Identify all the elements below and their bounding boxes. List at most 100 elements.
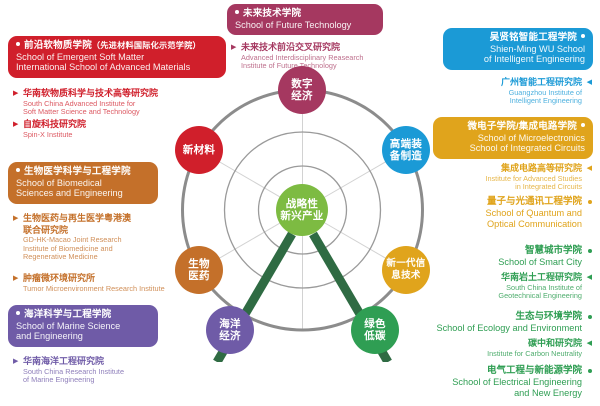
sub-guangzhou-institute-intelligent-engineering[interactable]: ◀ 广州智能工程研究院 Guangzhou Institute of Intel…	[393, 77, 593, 106]
pill-cn-text: 微电子学院/集成电路学院	[467, 121, 577, 132]
node-digital-economy-line2: 经济	[291, 90, 313, 102]
sub-south-china-research-institute-marine-engineering[interactable]: ▶ 华南海洋工程研究院 South China Research Institu…	[11, 356, 201, 385]
wheel-ring-middle	[223, 131, 382, 289]
bullet-icon	[588, 200, 592, 204]
sub-en-3: Regenerative Medicine	[23, 252, 98, 262]
node-green-low-carbon-line2: 低碳	[364, 330, 386, 342]
sub-en-2: Intelligent Engineering	[509, 96, 582, 106]
entry-school-electrical-engineering-new-energy[interactable]: 电气工程与新能源学院 School of Electrical Engineer…	[403, 365, 593, 399]
pill-cn-text: 海洋科学与工程学院	[24, 309, 112, 320]
pill-en-1: School of Microelectronics	[477, 132, 585, 143]
sub-gd-hk-macao-joint-research-institute[interactable]: ▶ 生物医药与再生医学粤港澳 联合研究院 GD-HK-Macao Joint R…	[11, 213, 201, 262]
bullet-icon	[588, 369, 592, 373]
sub-institute-carbon-neutrality[interactable]: ◀ 碳中和研究院 Institute for Carbon Neutrality	[393, 338, 593, 358]
bullet-icon	[581, 123, 585, 128]
entry-cn: 生态与环境学院	[515, 311, 582, 322]
sub-tumor-microenvironment-research-institute[interactable]: ▶ 肿瘤微环境研究所 Tumor Microenvironment Resear…	[11, 273, 211, 293]
bullet-icon	[16, 168, 20, 173]
sub-en-1: Institute for Carbon Neutrality	[487, 348, 582, 358]
entry-en-2: Optical Communication	[487, 219, 582, 229]
sub-institute-advanced-studies-integrated-circuits[interactable]: ◀ 集成电路高等研究院 Institute for Advanced Studi…	[393, 163, 593, 192]
entry-cn: 智慧城市学院	[524, 245, 582, 256]
pill-en-1: Shien-Ming WU School	[490, 43, 585, 54]
sub-spin-x-institute[interactable]: ▶ 自旋科技研究院 Spin-X Institute	[11, 119, 211, 139]
bullet-icon	[235, 10, 239, 15]
triangle-right-icon: ▶	[13, 275, 19, 282]
strategic-industries-wheel: 战略性 新兴产业 数字经济 高端装备制造 新一代信息技术 绿色低碳 海洋经济 生…	[175, 62, 430, 362]
pill-en-2: of Intelligent Engineering	[483, 54, 585, 65]
node-high-end-equipment-line2: 备制造	[389, 150, 423, 162]
sub-en-2: of Marine Engineering	[23, 375, 95, 385]
pill-cn-line: 吴贤铭智能工程学院	[451, 32, 585, 44]
triangle-left-icon: ◀	[586, 79, 592, 86]
triangle-right-icon: ▶	[13, 121, 19, 128]
sub-en-1: Advanced Interdisciplinary Reasearch	[241, 52, 364, 62]
bullet-icon	[588, 249, 592, 253]
node-biomedicine-line1: 生物	[188, 257, 210, 270]
node-marine-economy-line1: 海洋	[219, 317, 241, 330]
sub-en-1: South China Advanced Institute for	[23, 98, 136, 108]
pill-cn-line: 前沿软物质学院（先进材料国际化示范学院）	[16, 40, 218, 52]
node-green-low-carbon-line1: 绿色	[364, 317, 386, 330]
pill-en-2: and Engineering	[16, 331, 83, 342]
wheel-ring-inner	[257, 165, 348, 255]
triangle-left-icon: ◀	[586, 165, 592, 172]
bullet-icon	[16, 42, 20, 47]
sub-south-china-advanced-institute-soft-matter[interactable]: ▶ 华南软物质科学与技术高等研究院 South China Advanced I…	[11, 88, 211, 117]
sub-en-1: Guangzhou Institute of	[508, 87, 582, 97]
sub-en-2: in Integrated Circuits	[515, 182, 582, 192]
sub-cn-1: 华南软物质科学与技术高等研究院	[23, 88, 159, 98]
center-node: 战略性 新兴产业	[276, 184, 328, 236]
bullet-icon	[588, 315, 592, 319]
pill-en-1: School of Future Technology	[235, 19, 352, 30]
pill-en-1: School of Marine Science	[16, 320, 121, 331]
entry-en-1: School of Electrical Engineering	[452, 377, 582, 387]
node-next-gen-it-line1: 新一代信	[386, 257, 426, 269]
entry-school-smart-city[interactable]: 智慧城市学院 School of Smart City	[403, 245, 593, 268]
entry-en-1: School of Quantum and	[485, 208, 582, 218]
entry-school-quantum-optical-communication[interactable]: 量子与光通讯工程学院 School of Quantum and Optical…	[403, 196, 593, 230]
entry-en-1: School of Ecology and Environment	[436, 323, 582, 333]
sub-cn-1: 广州智能工程研究院	[500, 77, 582, 87]
node-digital-economy: 数字经济	[278, 66, 326, 114]
node-marine-economy: 海洋经济	[206, 306, 254, 354]
pill-cn-paren: （先进材料国际化示范学院）	[91, 41, 201, 50]
pill-cn-text: 生物医学科学与工程学院	[24, 166, 131, 177]
pill-school-microelectronics-integrated-circuits[interactable]: 微电子学院/集成电路学院 School of Microelectronics …	[433, 117, 593, 159]
pill-shien-ming-wu-school-intelligent-engineering[interactable]: 吴贤铭智能工程学院 Shien-Ming WU School of Intell…	[443, 28, 593, 70]
bullet-icon	[16, 311, 20, 316]
node-biomedicine-line2: 医药	[188, 270, 210, 282]
node-high-end-equipment-line1: 高端装	[389, 137, 423, 150]
pill-en-2: Sciences and Engineering	[16, 188, 123, 199]
node-green-low-carbon: 绿色低碳	[351, 306, 399, 354]
pill-en-1: School of Emergent Soft Matter	[16, 51, 145, 62]
triangle-right-icon: ▶	[13, 215, 19, 222]
pill-cn-line: 未来技术学院	[235, 8, 375, 20]
triangle-right-icon: ▶	[231, 44, 237, 51]
node-next-gen-it: 新一代信息技术	[382, 246, 430, 294]
sub-cn-1: 华南海洋工程研究院	[23, 356, 105, 366]
entry-en-1: School of Smart City	[498, 257, 582, 267]
pill-en-2: School of Integrated Circuits	[469, 143, 585, 154]
sub-advanced-interdisciplinary-research-institute[interactable]: ▶ 未来技术前沿交叉研究院 Advanced Interdisciplinary…	[229, 42, 404, 71]
sub-south-china-institute-geotechnical-engineering[interactable]: ◀ 华南岩土工程研究院 South China Institute of Geo…	[393, 272, 593, 301]
sub-en-2: Institute of Biomedicine and	[23, 243, 113, 253]
sub-cn-1: 未来技术前沿交叉研究院	[241, 42, 341, 52]
sub-cn-1: 华南岩土工程研究院	[500, 272, 582, 282]
pill-school-emergent-soft-matter[interactable]: 前沿软物质学院（先进材料国际化示范学院） School of Emergent …	[8, 36, 226, 78]
center-node-label-1: 战略性	[285, 197, 319, 210]
pill-school-marine-science-engineering[interactable]: 海洋科学与工程学院 School of Marine Science and E…	[8, 305, 158, 347]
triangle-left-icon: ◀	[586, 340, 592, 347]
pill-cn-line: 微电子学院/集成电路学院	[441, 121, 585, 133]
pill-cn-line: 海洋科学与工程学院	[16, 309, 150, 321]
pill-school-future-technology[interactable]: 未来技术学院 School of Future Technology	[227, 4, 383, 36]
sub-en-1: South China Research Institute	[23, 366, 124, 376]
sub-cn-1: 肿瘤微环境研究所	[23, 273, 96, 283]
entry-cn: 量子与光通讯工程学院	[486, 196, 582, 207]
sub-cn-1: 生物医药与再生医学粤港澳	[23, 213, 132, 223]
entry-cn: 电气工程与新能源学院	[486, 365, 582, 376]
pill-school-biomedical-sciences-engineering[interactable]: 生物医学科学与工程学院 School of Biomedical Science…	[8, 162, 158, 204]
sub-en-2: Soft Matter Science and Technology	[23, 107, 140, 117]
entry-school-ecology-environment[interactable]: 生态与环境学院 School of Ecology and Environmen…	[403, 311, 593, 334]
